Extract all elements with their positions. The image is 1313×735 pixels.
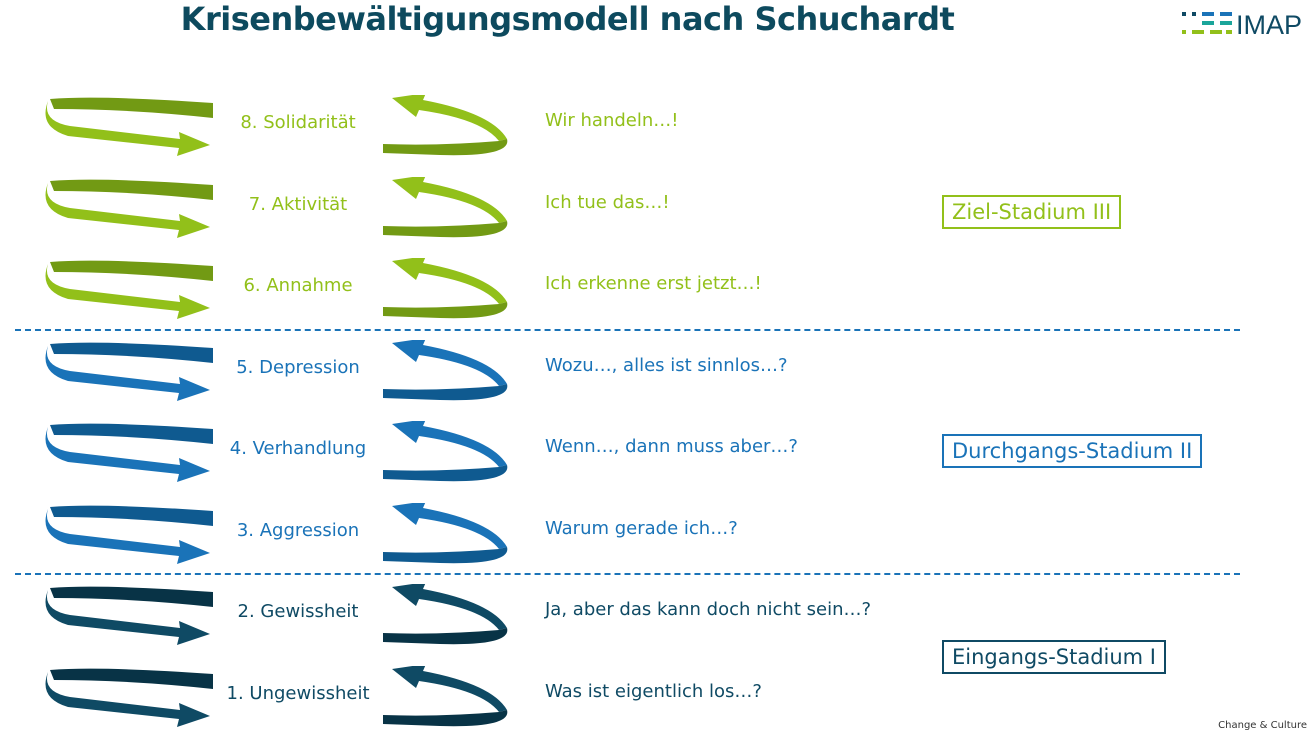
forward-spiral-arrow-icon [45,586,213,645]
forward-spiral-arrow-icon [45,260,213,319]
divider-line [15,573,1240,575]
return-spiral-arrow-icon [383,177,508,238]
phase-phrase: Was ist eigentlich los…? [545,681,762,702]
divider-line [15,329,1240,331]
phase-phrase: Wir handeln…! [545,110,679,131]
phase-phrase: Wenn…, dann muss aber…? [545,436,798,457]
phase-label: 6. Annahme [243,275,353,296]
page-title: Krisenbewältigungsmodell nach Schuchardt [180,0,955,38]
svg-text:IMAP: IMAP [1236,10,1302,36]
return-spiral-arrow-icon [383,666,508,727]
return-spiral-arrow-icon [383,503,508,564]
stage-eingang: Eingangs-Stadium I [942,640,1167,674]
phase-row: 6. Annahme Ich erkenne erst jetzt…! [0,258,900,319]
phase-row: 5. Depression Wozu…, alles ist sinnlos…? [0,340,900,401]
footer-text: Change & Culture [1218,720,1307,731]
stage-durchgang: Durchgangs-Stadium II [942,434,1203,468]
forward-spiral-arrow-icon [45,668,213,727]
phase-label: 7. Aktivität [248,194,348,215]
phase-label: 1. Ungewissheit [226,683,370,704]
return-spiral-arrow-icon [383,421,508,482]
phase-row: 8. Solidarität Wir handeln…! [0,95,900,156]
phase-row: 1. Ungewissheit Was ist eigentlich los…? [0,666,900,727]
return-spiral-arrow-icon [383,258,508,319]
return-spiral-arrow-icon [383,340,508,401]
forward-spiral-arrow-icon [45,97,213,156]
phase-row: 3. Aggression Warum gerade ich…? [0,503,900,564]
phase-phrase: Warum gerade ich…? [545,518,738,539]
forward-spiral-arrow-icon [45,423,213,482]
return-spiral-arrow-icon [383,95,508,156]
forward-spiral-arrow-icon [45,342,213,401]
imap-logo: IMAP [1182,8,1307,40]
phase-row: 7. Aktivität Ich tue das…! [0,177,900,238]
forward-spiral-arrow-icon [45,505,213,564]
phase-label: 4. Verhandlung [229,438,367,459]
phase-label: 3. Aggression [236,520,360,541]
phase-phrase: Ja, aber das kann doch nicht sein…? [545,599,872,620]
phase-phrase: Ich tue das…! [545,192,670,213]
stage-ziel: Ziel-Stadium III [942,195,1122,229]
return-spiral-arrow-icon [383,584,508,645]
forward-spiral-arrow-icon [45,179,213,238]
phase-row: 4. Verhandlung Wenn…, dann muss aber…? [0,421,900,482]
phase-label: 2. Gewissheit [237,601,359,622]
phase-phrase: Ich erkenne erst jetzt…! [545,273,762,294]
phase-label: 8. Solidarität [240,112,356,133]
phase-phrase: Wozu…, alles ist sinnlos…? [545,355,788,376]
phase-label: 5. Depression [236,357,360,378]
phase-row: 2. Gewissheit Ja, aber das kann doch nic… [0,584,900,645]
